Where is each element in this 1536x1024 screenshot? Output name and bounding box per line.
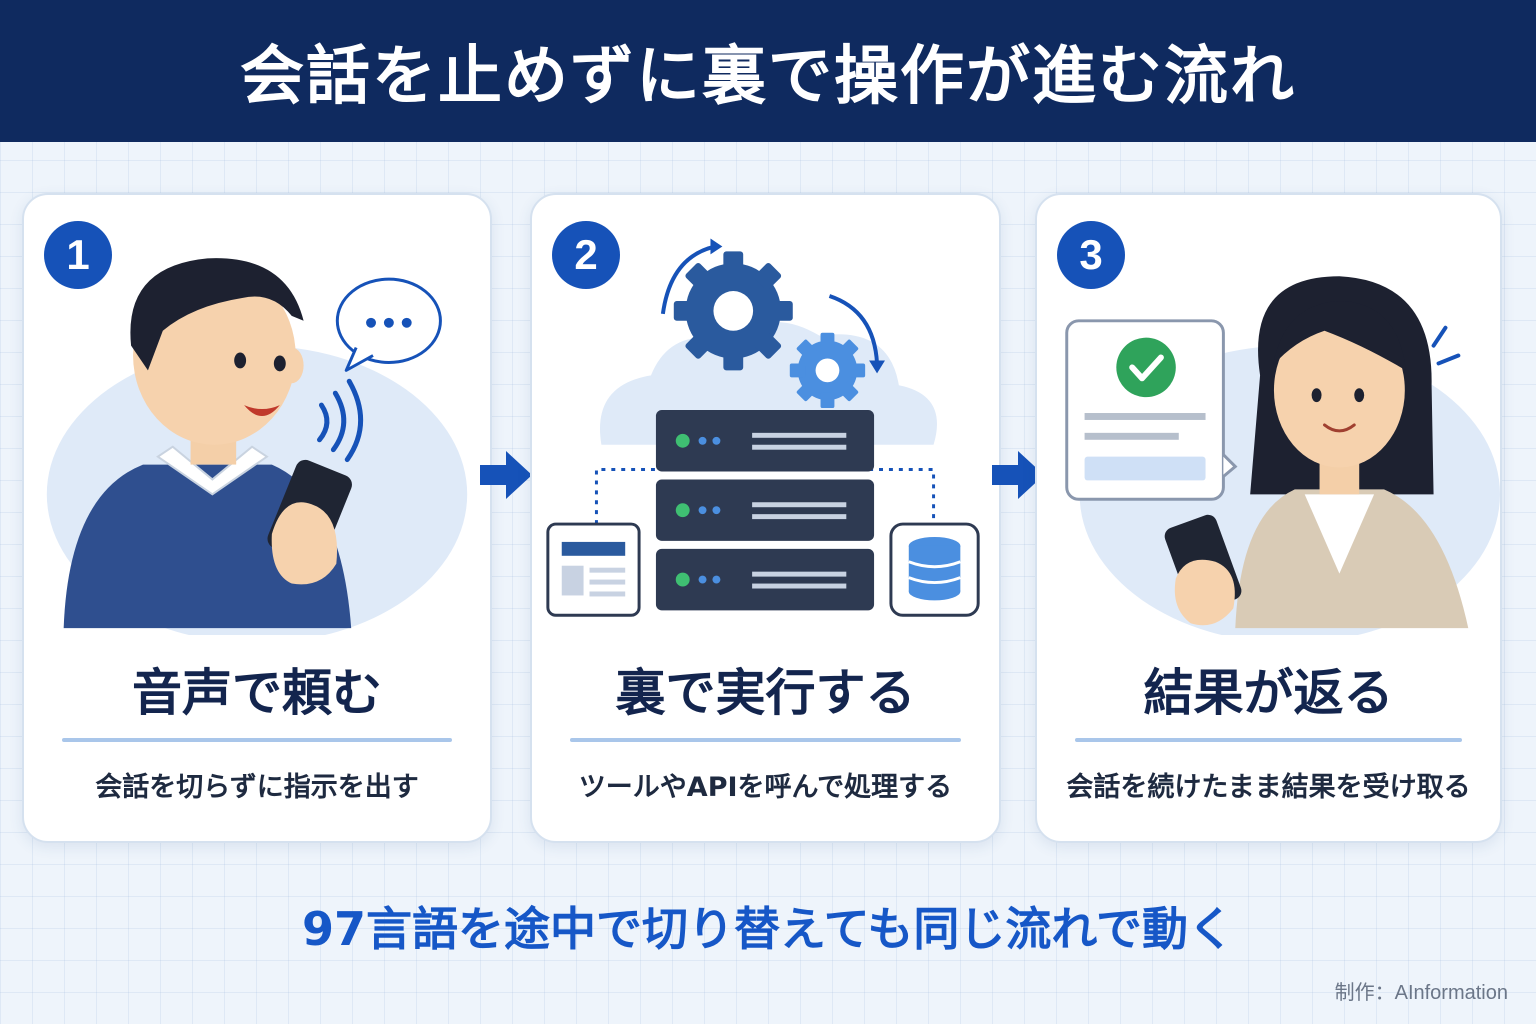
result-card-icon [1065,319,1238,501]
step-card-2: 2 裏で実行する ツールやAPIを呼んで処理する [530,193,1001,843]
divider [62,738,452,742]
divider [1075,738,1462,742]
step-card-1: 1 音声で頼む 会話を切らずに指示を出す [22,193,492,843]
footer-message: 97言語を途中で切り替えても同じ流れで動く [301,902,1235,956]
man-speaking-illustration [46,258,468,635]
page-title: 会話を止めずに裏で操作が進む流れ [240,40,1296,114]
step-number-badge: 3 [1057,221,1125,289]
step-number-badge: 1 [44,221,112,289]
header-banner: 会話を止めずに裏で操作が進む流れ [0,0,1536,142]
speech-bubble-icon [335,277,442,372]
step-description: ツールやAPIを呼んで処理する [578,772,953,803]
gear-icon [673,251,793,371]
step-title: 裏で実行する [615,664,916,722]
credit-text: 制作：AInformation [1334,982,1508,1004]
server-processing-illustration [546,238,980,617]
step-card-3: 3 結果が返る 会話を続けたまま結果を受け取る [1035,193,1502,843]
step-title: 結果が返る [1143,664,1394,722]
divider [570,738,961,742]
document-window-icon [546,522,641,617]
woman-receiving-result-illustration [1065,276,1500,635]
step-title: 音声で頼む [132,664,382,722]
step-description: 会話を切らずに指示を出す [95,772,419,803]
step-number-badge: 2 [552,221,620,289]
arrow-right-icon [992,451,1044,499]
gear-small-icon [789,332,866,409]
arrow-right-icon [480,451,532,499]
step-description: 会話を続けたまま結果を受け取る [1066,772,1471,803]
database-icon [889,522,980,617]
server-icon [655,410,875,611]
